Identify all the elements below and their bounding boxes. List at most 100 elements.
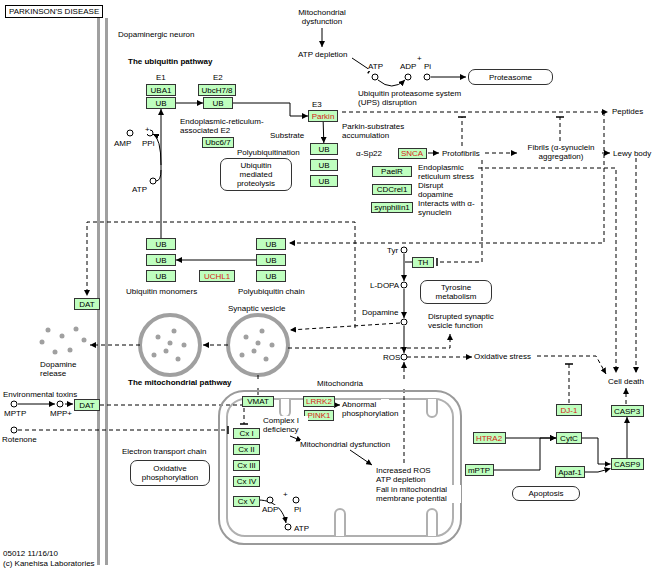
annotation-label: Peptides <box>612 107 643 116</box>
node-label: LRRK2 <box>306 397 332 406</box>
dopamine-dot <box>152 353 157 358</box>
compound-circle <box>267 497 273 503</box>
compound-circle <box>150 178 156 184</box>
gene-box: UB <box>310 175 338 187</box>
pathway-arrow <box>258 500 286 523</box>
compound-circle <box>401 247 407 253</box>
gene-box: LRRK2 <box>303 396 335 407</box>
pathway-arrow <box>350 450 372 465</box>
crista <box>427 399 437 417</box>
node-label: HTRA2 <box>476 434 502 443</box>
compound-circle <box>11 427 17 433</box>
compound-circle <box>401 319 407 325</box>
annotation-label: E1 <box>156 73 166 82</box>
synaptic-vesicle <box>228 315 288 375</box>
pathway-arrow <box>203 345 228 346</box>
annotation-label: ROS <box>383 353 400 362</box>
node-label: DAT <box>79 401 94 410</box>
compound-circle <box>401 282 407 288</box>
dopamine-dot <box>40 340 45 345</box>
gene-box: UB <box>310 143 338 155</box>
pathway-arrow <box>65 404 73 405</box>
annotation-label: Oxidative stress <box>474 352 531 361</box>
gene-box: synphilin1 <box>371 202 413 213</box>
pathway-arrow <box>322 28 323 47</box>
node-label: Cx III <box>237 461 256 470</box>
annotation-label: ADP <box>400 62 416 71</box>
annotation-label: ADP <box>262 505 278 514</box>
pathway-arrow <box>404 254 405 281</box>
pathway-arrow <box>560 117 561 141</box>
pathway-arrow <box>87 222 355 328</box>
node-label: UB <box>318 177 329 186</box>
compound-circle <box>405 74 411 80</box>
annotation-label: ATP depletion <box>376 475 426 484</box>
dopamine-dot <box>244 335 249 340</box>
dopamine-dot <box>176 357 181 362</box>
node-label: DAT <box>79 300 94 309</box>
node-label: Oxidative phosphorylation <box>131 464 209 482</box>
dopamine-dot <box>156 335 161 340</box>
node-label: UB <box>318 161 329 170</box>
pathway-box: Tyrosine metabolism <box>420 280 492 304</box>
node-label: UB <box>265 256 276 265</box>
dopamine-dot <box>60 334 65 339</box>
pathway-arrow <box>90 345 140 346</box>
node-label: CytC <box>560 434 578 443</box>
dopamine-dot <box>82 338 87 343</box>
node-label: Tyrosine metabolism <box>421 283 491 301</box>
pathway-arrow <box>404 289 405 318</box>
gene-box: UB <box>256 254 286 266</box>
gene-box: Cx III <box>233 460 260 471</box>
node-label: DJ-1 <box>561 406 578 415</box>
pathway-arrow <box>290 323 400 330</box>
node-label: Cx IV <box>237 477 257 486</box>
gene-box: UB <box>203 97 233 109</box>
annotation-label: Electron transport chain <box>122 447 207 456</box>
gene-box: UB <box>146 97 176 109</box>
dopamine-dot <box>46 328 51 333</box>
annotation-label: α-Sp22 <box>356 149 382 158</box>
dopamine-dot <box>270 343 275 348</box>
node-label: Ubc6/7 <box>205 138 230 147</box>
connector-arrow <box>627 417 628 458</box>
gene-box: PaelR <box>372 166 412 177</box>
gene-box: Ubc6/7 <box>202 137 234 148</box>
region-heading: Mitochondria <box>220 379 460 388</box>
connector-arrow <box>161 109 162 238</box>
node-label: PaelR <box>381 167 403 176</box>
annotation-label: L-DOPA <box>370 281 399 290</box>
node-label: UB <box>265 272 276 281</box>
node-label: Parkin <box>312 112 335 121</box>
pathway-box: Apoptosis <box>512 486 580 501</box>
node-label: CDCrel1 <box>377 185 408 194</box>
node-label: UB <box>155 272 166 281</box>
annotation-label: Pi <box>424 62 431 71</box>
annotation-label: Increased ROS <box>376 466 431 475</box>
node-label: CASP9 <box>614 460 640 469</box>
pathway-box: Proteasome <box>468 69 553 85</box>
gene-box: UBA1 <box>146 84 176 96</box>
dopamine-dot <box>260 329 265 334</box>
compound-circle <box>127 130 133 136</box>
gene-box: Apaf-1 <box>555 466 585 478</box>
gene-box: DAT <box>74 298 100 310</box>
annotation-label: Environmental toxins <box>3 390 77 399</box>
pathway-arrow <box>288 334 450 348</box>
annotation-label: MPP+ <box>50 409 72 418</box>
pathway-arrow <box>407 357 472 358</box>
annotation-label: ATP <box>368 62 383 71</box>
synaptic-vesicle <box>140 315 200 375</box>
node-label: UB <box>212 99 223 108</box>
compound-circle <box>11 401 17 407</box>
pathway-arrow <box>636 158 637 373</box>
annotation-label: Endoplasmic reticulum stress <box>418 163 476 181</box>
gene-box: UbcH7/8 <box>198 84 236 96</box>
dopamine-dot <box>53 350 58 355</box>
dopamine-dot <box>256 341 261 346</box>
annotation-label: Protofibrils <box>442 149 480 158</box>
gene-box: CytC <box>556 432 582 444</box>
pathway-arrow <box>378 80 405 86</box>
connector-arrow <box>323 122 325 143</box>
